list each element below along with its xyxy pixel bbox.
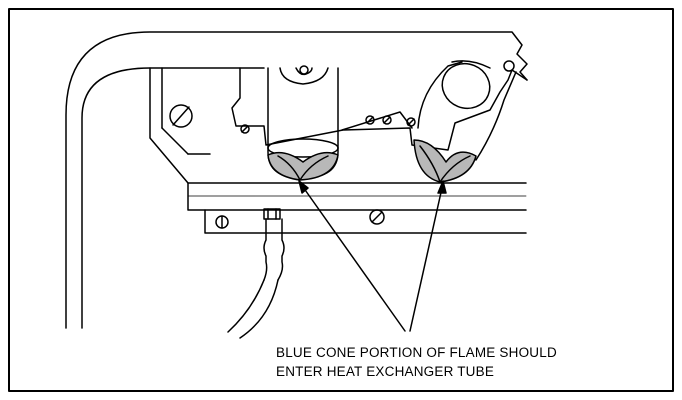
burner-rail: [187, 182, 527, 234]
rail-screw-icon: [215, 215, 229, 229]
rail-screw-icon: [369, 209, 385, 225]
manifold-plate: [231, 67, 528, 151]
screw-icon: [169, 104, 193, 128]
heat-exchanger-housing-outer: [65, 31, 528, 329]
burner-box: [149, 67, 527, 184]
right-burner-tube: [417, 60, 517, 161]
figure-border: [8, 8, 674, 392]
callout-text-line-1: BLUE CONE PORTION OF FLAME SHOULD: [276, 345, 557, 360]
small-screw-icon: [406, 117, 416, 127]
burner-box-diagonal: [161, 127, 189, 155]
heat-exchanger-housing-inner: [81, 67, 265, 329]
leader-arrows: [298, 180, 447, 332]
small-screw-icon: [382, 115, 392, 125]
igniter-wire: [227, 279, 279, 339]
igniter-connector: [263, 208, 285, 281]
right-flame-cone: [413, 139, 477, 183]
small-screw-icon: [365, 115, 375, 125]
small-screw-icon: [240, 124, 250, 134]
callout-text-line-2: ENTER HEAT EXCHANGER TUBE: [276, 364, 495, 379]
